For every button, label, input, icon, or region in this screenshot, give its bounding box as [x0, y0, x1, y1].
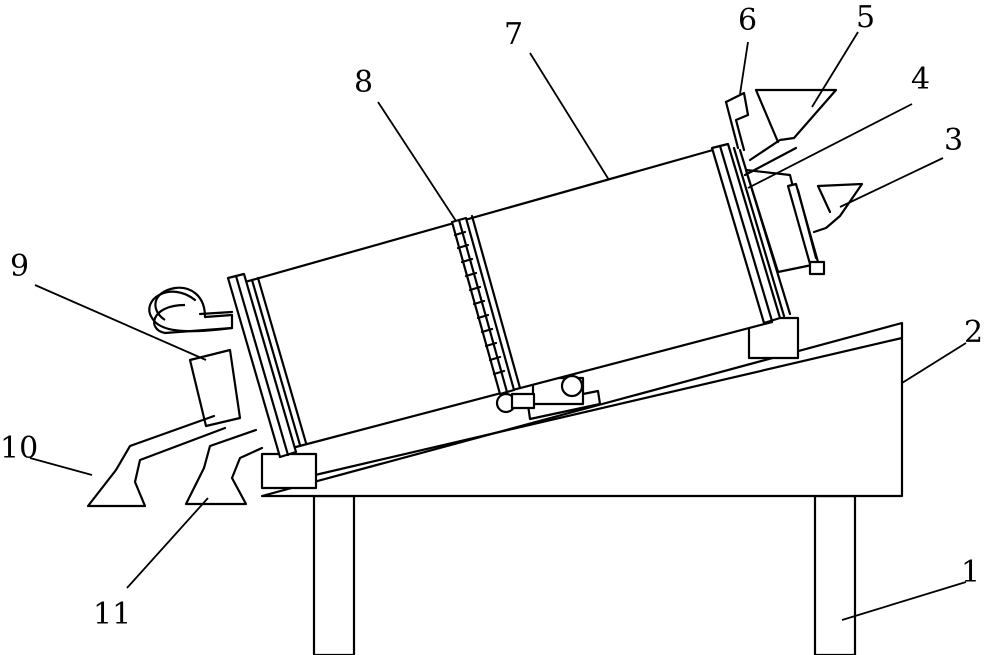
discharge-chute-11: [184, 428, 264, 506]
label-4: 4: [911, 62, 930, 97]
inclined-base-frame: [260, 321, 904, 498]
feed-chute-6: [724, 91, 750, 152]
label-8: 8: [354, 65, 373, 100]
label-5: 5: [856, 0, 875, 35]
leader-lines: [29, 31, 967, 621]
left-leg: [312, 494, 356, 655]
label-1: 1: [961, 555, 980, 590]
label-3: 3: [944, 123, 963, 158]
small-hopper-3: [812, 182, 864, 234]
label-2: 2: [964, 315, 983, 350]
label-9: 9: [10, 249, 29, 284]
label-6: 6: [738, 3, 757, 38]
blower-fan: [148, 286, 234, 335]
label-11: 11: [93, 597, 131, 632]
base-top-edge: [266, 336, 904, 488]
right-leg: [813, 494, 857, 655]
label-10: 10: [0, 431, 38, 466]
outlet-ring-4: [786, 182, 826, 276]
middle-ring-gear: [450, 214, 522, 396]
discharge-box: [188, 348, 242, 428]
left-support-block: [260, 452, 318, 490]
left-flange: [226, 272, 308, 459]
label-7: 7: [504, 17, 523, 52]
support-legs: [312, 494, 857, 655]
part-labels: 1 2 3 4 5 6 7 8 9 10 11: [0, 0, 983, 632]
feed-hopper-5: [743, 88, 838, 177]
discharge-chute-10: [86, 414, 227, 508]
